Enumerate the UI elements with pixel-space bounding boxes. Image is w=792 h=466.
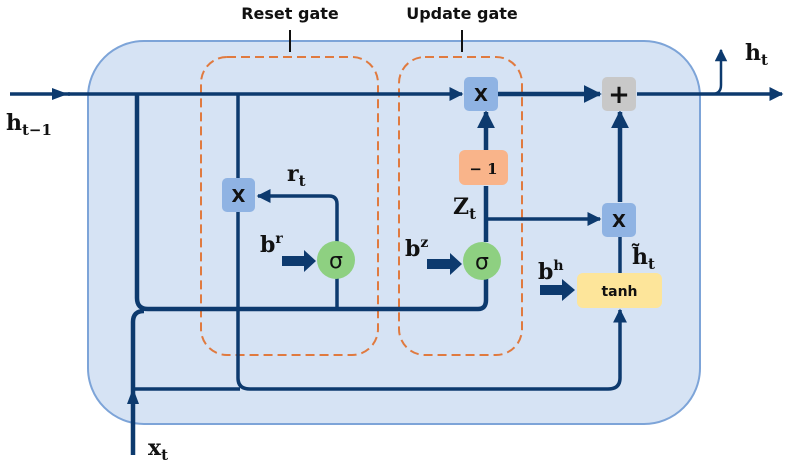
reset-sigmoid-symbol: σ [329,249,343,274]
minus-one-node: − 1 [459,150,508,185]
bias-arrow-h [540,279,575,301]
bias-z-label: bz [405,235,428,262]
candidate-multiply-node: X [602,203,636,237]
reset-gate-label: Reset gate [241,4,339,23]
tanh-symbol: tanh [601,284,637,300]
candidate-multiply-symbol: X [612,211,626,232]
minus-one-symbol: − 1 [469,160,497,178]
bias-arrow-z [427,253,462,275]
z-signal-label: Zt [453,194,476,223]
update-multiply-symbol: X [474,85,488,106]
h-out-label: ht [745,40,768,69]
h-prev-label: ht−1 [6,110,52,139]
update-multiply-node: X [464,77,498,111]
bias-arrow-r [282,250,316,272]
x-input-label: xt [148,435,168,464]
wire-r-to-reset-mult [256,189,339,242]
arrow-h-prev [52,88,68,100]
bias-r-label: br [260,231,283,258]
bias-h-label: bh [538,258,564,285]
update-sigmoid-node: σ [463,242,501,280]
cell-body [87,40,701,425]
add-node: + [602,77,636,111]
add-symbol: + [608,80,630,110]
reset-multiply-node: X [222,178,255,212]
r-signal-label: rt [287,161,306,190]
wire-h-out-branch [711,48,728,96]
wire-x-bus [130,308,145,400]
wire-h-prev-to-gates [134,94,489,312]
h-tilde-label: h̃t [631,244,655,273]
update-gate-region [398,56,523,356]
reset-sigmoid-node: σ [317,241,355,279]
reset-gate-region [200,56,379,356]
tanh-node: tanh [577,273,662,308]
wire-reset-mult-to-bottom [236,212,627,391]
reset-multiply-symbol: X [232,186,246,207]
update-gate-label: Update gate [406,4,518,23]
update-sigmoid-symbol: σ [475,250,489,275]
